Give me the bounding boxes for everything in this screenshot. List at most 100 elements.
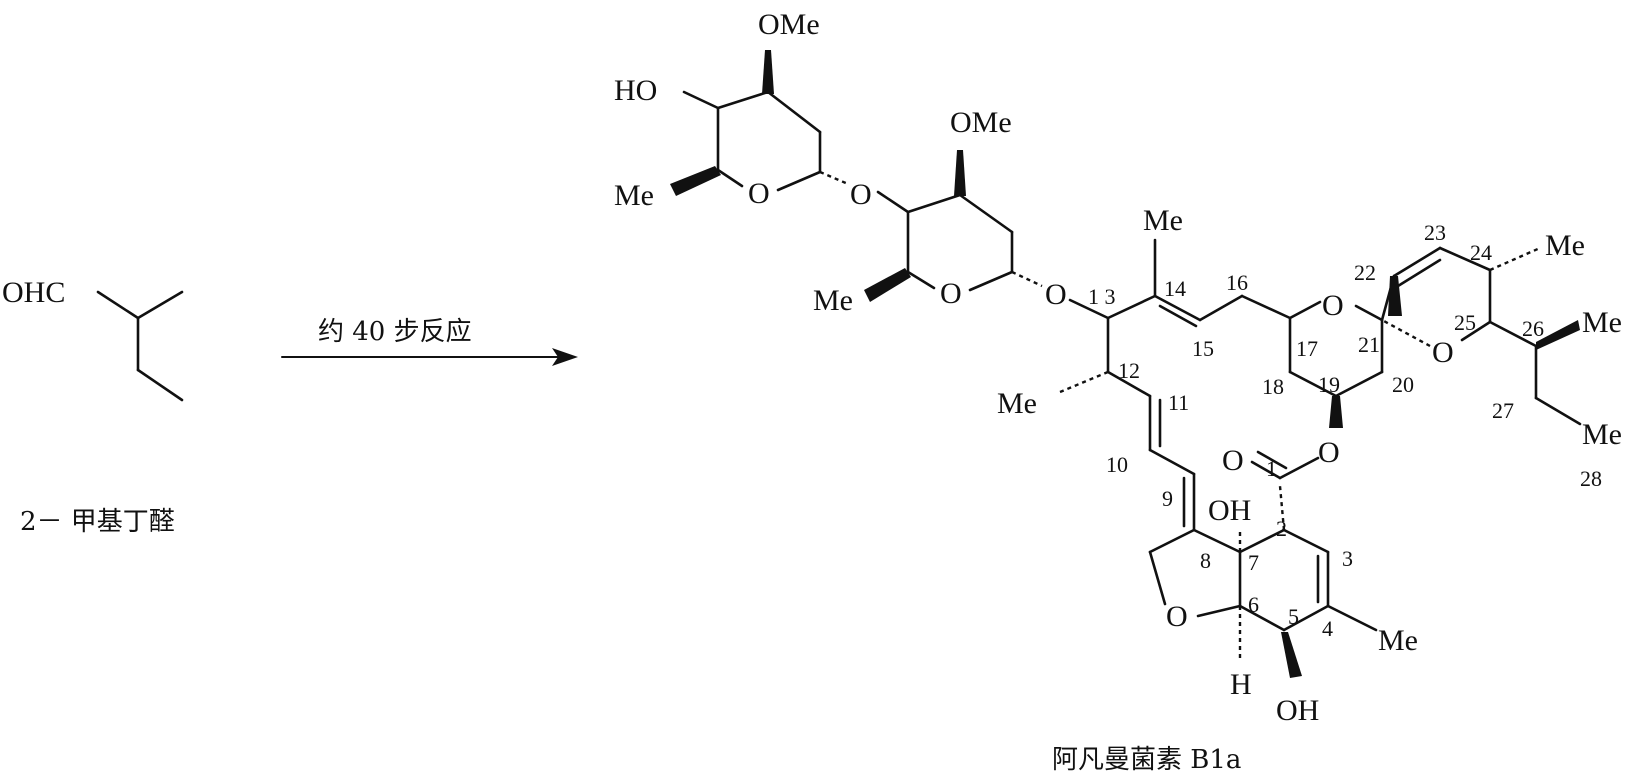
aldehyde-label: OHC: [2, 276, 65, 309]
bond: [1326, 604, 1378, 632]
bond: [1256, 450, 1288, 470]
locant-14: 14: [1164, 276, 1186, 301]
locant-13: 1 3: [1088, 284, 1116, 309]
bond: [1148, 550, 1167, 606]
sugar-ring-top: OMe HO Me O O: [614, 8, 872, 212]
spiroketal: [1288, 246, 1582, 428]
o-c17-ring-label: O: [1322, 289, 1344, 322]
stereo-hash: [1381, 318, 1431, 348]
stereo-wedge: [1388, 276, 1402, 316]
bond: [1250, 460, 1282, 480]
furan-oxygen-label: O: [1166, 600, 1188, 633]
locant-20: 20: [1392, 372, 1414, 397]
stereo-hash: [1011, 270, 1043, 288]
bond: [1196, 604, 1242, 618]
locant-22: 22: [1354, 260, 1376, 285]
reactant-structure: OHC 2－ 甲基丁醛: [2, 276, 184, 537]
reaction-arrow: 约 40 步反应: [281, 317, 578, 366]
me-c4-label: Me: [1378, 624, 1418, 657]
glycosidic-oxygen-1: O: [850, 178, 872, 211]
locant-11: 11: [1168, 390, 1189, 415]
product-name: 阿凡曼菌素 B1a: [1052, 745, 1241, 775]
ester-oxygen-label: O: [1318, 436, 1340, 469]
stereo-hash: [1059, 370, 1109, 394]
bond: [766, 90, 822, 134]
bond: [1106, 370, 1152, 398]
bond: [958, 193, 1014, 234]
macrocycle: [1059, 238, 1378, 678]
stereo-wedge: [864, 268, 911, 302]
bond: [1238, 604, 1286, 632]
bond: [1334, 370, 1384, 398]
bond: [1278, 456, 1320, 480]
locant-7: 7: [1248, 550, 1259, 575]
oh-c5-label: OH: [1276, 694, 1319, 727]
reactant-name: 2－ 甲基丁醛: [20, 507, 175, 537]
locant-5: 5: [1288, 604, 1299, 629]
locant-19: 19: [1318, 372, 1340, 397]
stereo-wedge: [954, 150, 966, 196]
bond: [1068, 298, 1110, 320]
me-c27-label: Me: [1582, 418, 1622, 451]
bond: [1534, 396, 1582, 426]
locant-25: 25: [1454, 310, 1476, 335]
me-c26-label: Me: [1582, 306, 1622, 339]
stereo-hash: [1489, 246, 1541, 272]
locant-2: 2: [1276, 516, 1287, 541]
stereo-wedge: [1329, 396, 1343, 428]
ho-top-label: HO: [614, 74, 657, 107]
stereo-hash: [819, 170, 849, 186]
bond: [1106, 294, 1157, 320]
locant-21: 21: [1358, 332, 1380, 357]
bond: [1148, 528, 1196, 554]
bond: [1158, 304, 1198, 328]
locant-6: 6: [1248, 592, 1259, 617]
ome-top-label: OMe: [758, 8, 820, 41]
bond: [1354, 304, 1384, 322]
bond: [1488, 320, 1538, 348]
sugar-mid-ring-oxygen: O: [940, 277, 962, 310]
stereo-wedge: [1536, 320, 1580, 350]
locant-27: 27: [1492, 398, 1514, 423]
locant-3: 3: [1342, 546, 1353, 571]
bond: [1198, 294, 1244, 322]
locant-12: 12: [1118, 358, 1140, 383]
me-sugar-top-label: Me: [614, 179, 654, 212]
stereo-wedge: [762, 50, 774, 94]
locant-16: 16: [1226, 270, 1248, 295]
locant-9: 9: [1162, 486, 1173, 511]
carbonyl-oxygen-label: O: [1222, 444, 1244, 477]
bond: [1392, 246, 1442, 278]
bond: [1153, 294, 1202, 322]
locant-15: 15: [1192, 336, 1214, 361]
stereo-wedge: [670, 166, 721, 196]
h-c6-label: H: [1230, 668, 1252, 701]
bond: [1192, 528, 1242, 554]
bond: [1148, 448, 1196, 476]
me-sugar-mid-label: Me: [813, 284, 853, 317]
me-c14-label: Me: [1143, 204, 1183, 237]
bond: [1460, 320, 1492, 342]
sugar-top-ring-oxygen: O: [748, 177, 770, 210]
bond: [1282, 604, 1330, 632]
bond: [1238, 528, 1286, 554]
locant-17: 17: [1296, 336, 1318, 361]
glycosidic-oxygen-2: O: [1045, 278, 1067, 311]
locant-10: 10: [1106, 452, 1128, 477]
locant-23: 23: [1424, 220, 1446, 245]
bond: [1396, 258, 1442, 288]
bond: [1282, 528, 1330, 554]
arrow-label: 约 40 步反应: [318, 317, 472, 347]
locant-26: 26: [1522, 316, 1544, 341]
stereo-wedge: [1281, 632, 1302, 678]
bond: [716, 90, 770, 110]
ome-mid-label: OMe: [950, 106, 1012, 139]
bond: [136, 368, 184, 402]
locant-28: 28: [1580, 466, 1602, 491]
me-c24-label: Me: [1545, 229, 1585, 262]
locant-4: 4: [1322, 616, 1333, 641]
bond: [876, 190, 910, 214]
locant-18: 18: [1262, 374, 1284, 399]
